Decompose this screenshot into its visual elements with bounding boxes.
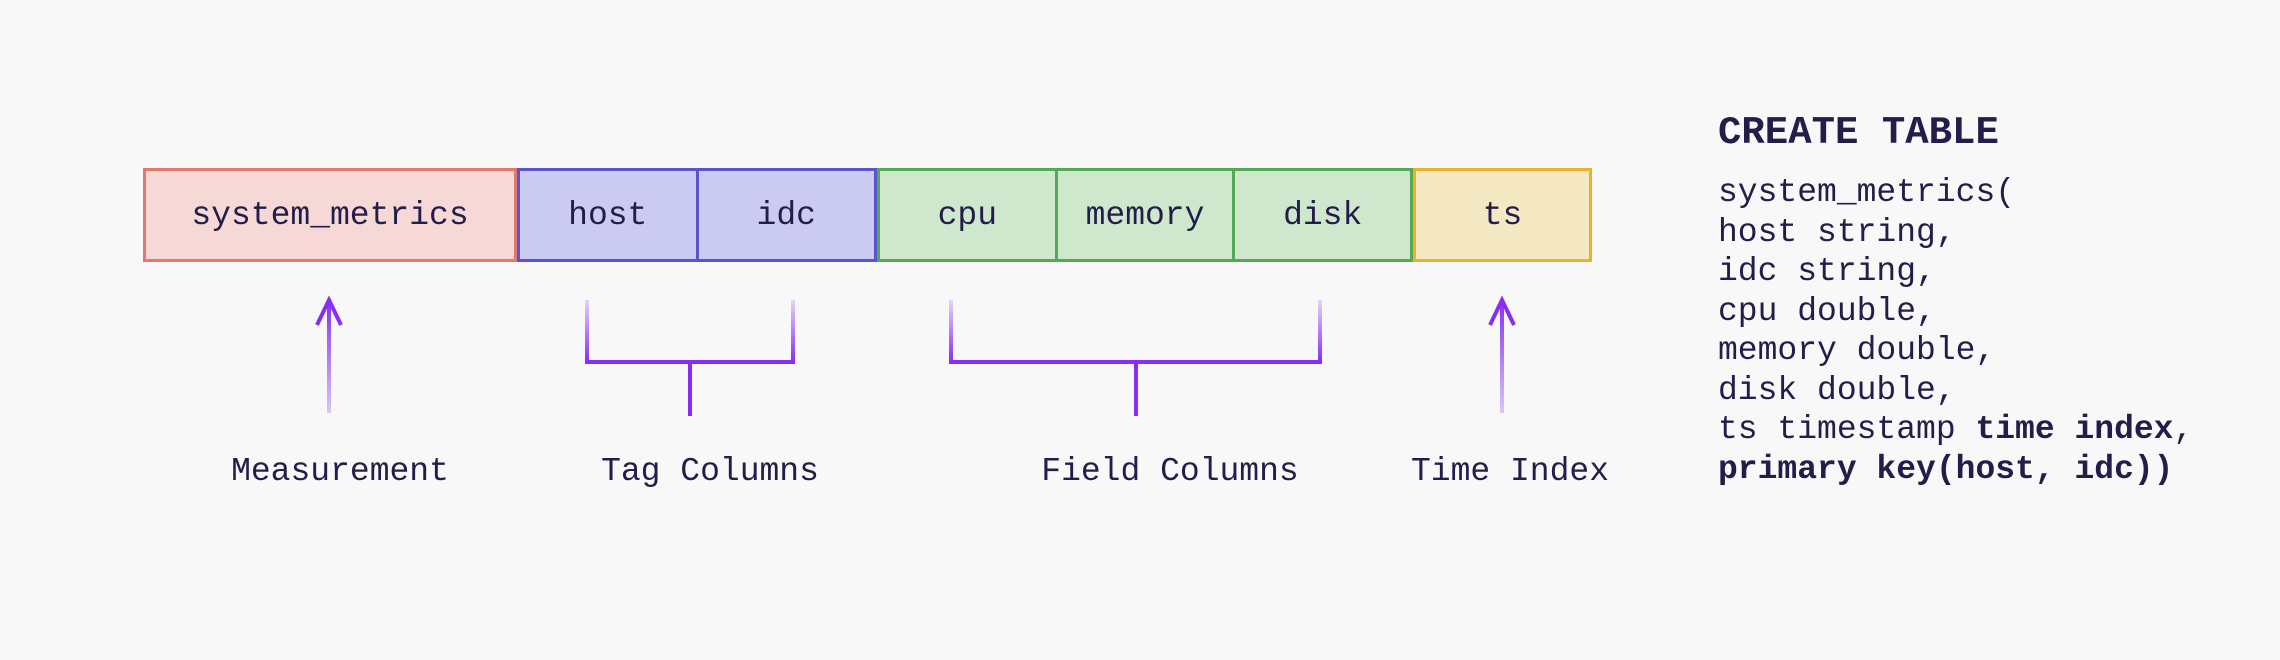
label-time-index: Time Index bbox=[1410, 453, 1610, 490]
label-field-columns: Field Columns bbox=[1041, 453, 1299, 490]
measurement-arrow-icon bbox=[315, 295, 343, 413]
sql-line: primary key(host, idc)) bbox=[1718, 450, 2174, 488]
label-measurement: Measurement bbox=[231, 453, 449, 490]
cell-measurement: system_metrics bbox=[191, 196, 469, 234]
sql-line: system_metrics( bbox=[1718, 174, 2016, 211]
time-index-box: ts bbox=[1413, 168, 1592, 262]
cell-ts: ts bbox=[1482, 196, 1523, 234]
table-structure-bar: system_metrics host idc cpu memory disk … bbox=[143, 168, 1592, 262]
tag-columns-bracket-icon bbox=[585, 300, 795, 416]
sql-heading: CREATE TABLE bbox=[1718, 111, 1999, 155]
tag-columns-group: host idc bbox=[517, 168, 877, 262]
cell-host: host bbox=[568, 196, 648, 234]
field-columns-bracket-icon bbox=[949, 300, 1322, 416]
cell-idc: idc bbox=[695, 171, 875, 259]
field-columns-group: cpu memory disk bbox=[877, 168, 1413, 262]
sql-panel: CREATE TABLE system_metrics( host string… bbox=[1718, 110, 2193, 489]
measurement-box: system_metrics bbox=[143, 168, 517, 262]
time-index-arrow-icon bbox=[1488, 295, 1516, 413]
cell-memory: memory bbox=[1054, 171, 1233, 259]
cell-disk: disk bbox=[1232, 171, 1410, 259]
label-tag-columns: Tag Columns bbox=[601, 453, 819, 490]
cell-cpu: cpu bbox=[937, 196, 998, 234]
sql-code: system_metrics( host string, idc string,… bbox=[1718, 173, 2193, 489]
sql-line: memory double, bbox=[1718, 332, 1996, 369]
sql-line: ts timestamp time index, bbox=[1718, 411, 2194, 448]
sql-line: idc string, bbox=[1718, 253, 1936, 290]
sql-line: cpu double, bbox=[1718, 292, 1936, 330]
sql-line: host string, bbox=[1718, 213, 1956, 251]
sql-line: disk double, bbox=[1718, 371, 1956, 409]
